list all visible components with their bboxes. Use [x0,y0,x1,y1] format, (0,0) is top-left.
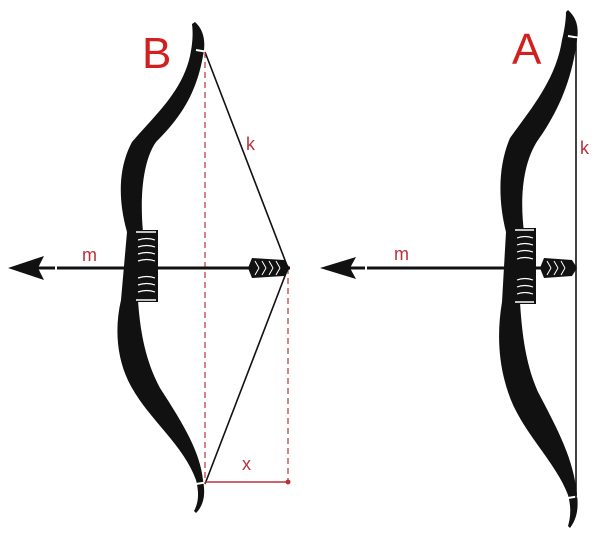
bow-a-arrow-label: m [394,244,409,264]
bow-a-grip [513,228,536,304]
bow-b-arrow-label: m [82,245,97,265]
bow-a-top-nock [567,35,581,39]
bow-b-letter: B [142,29,171,78]
bow-a-limbs [499,10,578,528]
bow-a-arrow-fletching [540,258,577,278]
bow-a-grip-wrap [515,229,534,303]
bow-a-letter: A [512,25,542,74]
bow-b-limbs [117,22,205,513]
bow-b-grip-wrap [136,231,156,301]
bow-b-draw-label: x [242,454,251,474]
bow-a-group: A k m [320,10,590,528]
bow-b-group: B k m x [8,22,291,513]
bow-b-arrow-head [8,256,44,280]
bow-b-top-nock [195,49,209,53]
bow-a-arrow-head [320,257,356,279]
bow-b-arrow-fletching [248,258,290,278]
bow-b-draw-distance-end [285,479,291,485]
bow-b-string-label: k [246,134,256,154]
bow-a-bottom-nock [567,495,581,499]
bow-a-string-label: k [580,138,590,158]
